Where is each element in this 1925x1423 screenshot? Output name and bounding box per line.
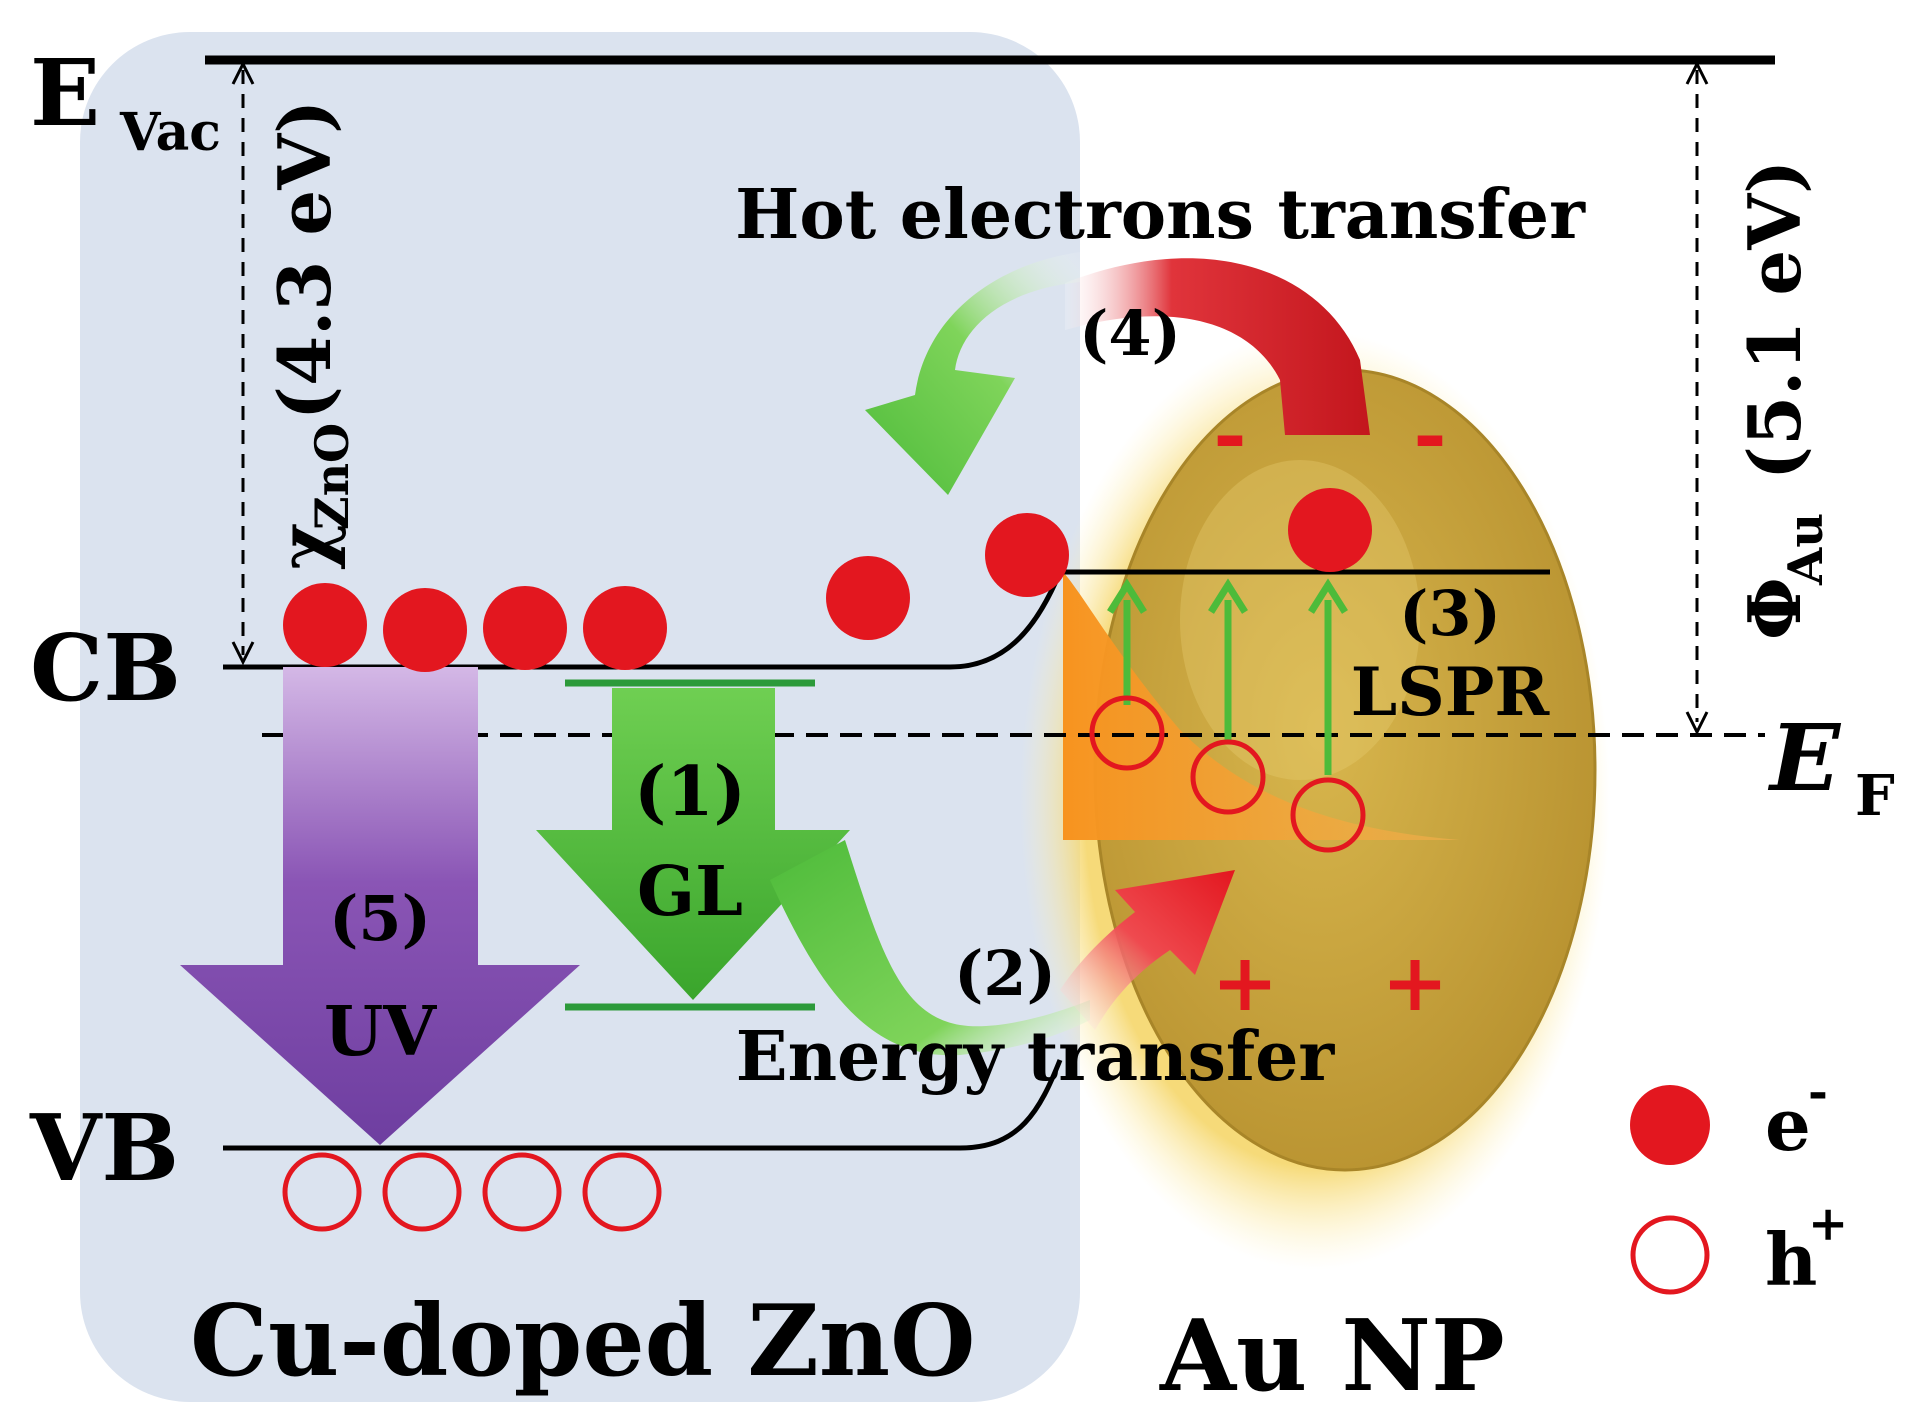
step2-number: (2) <box>954 937 1056 1010</box>
hole <box>1089 695 1165 771</box>
hot-electron-green-arrow <box>865 252 1080 495</box>
cb-electrons <box>283 488 1372 672</box>
chi-arrow-head-top <box>231 60 255 85</box>
legend-electron-sup: - <box>1808 1064 1828 1120</box>
step4-number: (4) <box>1079 297 1181 370</box>
phi-au-label: Φ Au (5.1 eV) <box>1732 160 1834 640</box>
phi-arrow-head-top <box>1685 60 1709 85</box>
phi-arrow-head-bottom <box>1685 711 1709 736</box>
electron <box>826 556 910 640</box>
material-left-label: Cu-doped ZnO <box>190 1284 975 1399</box>
legend-hole-icon <box>1630 1215 1710 1295</box>
electron <box>583 586 667 670</box>
legend-electron-label: e <box>1765 1082 1811 1167</box>
gl-emission-arrow <box>536 688 850 1000</box>
excitation-up-arrow <box>1060 870 1235 1030</box>
step1-number: (1) <box>634 752 746 832</box>
electron <box>383 588 467 672</box>
step3-name: LSPR <box>1351 653 1551 731</box>
legend-hole-label: h <box>1765 1217 1817 1302</box>
hole <box>382 1152 462 1232</box>
legend-electron-icon <box>1630 1085 1710 1165</box>
chi-value: (4.3 eV) <box>262 100 347 420</box>
lspr-arrow-head <box>1107 578 1147 614</box>
phi-subscript: Au <box>1778 513 1834 586</box>
evac-label: E <box>30 39 100 147</box>
material-right-label: Au NP <box>1159 1299 1505 1414</box>
hole <box>1290 777 1366 853</box>
hot-electrons-label: Hot electrons transfer <box>735 175 1586 255</box>
minus-charge: - <box>1413 387 1446 481</box>
hot-electron-arrow <box>1065 258 1370 435</box>
hole <box>582 1152 662 1232</box>
step5-name: UV <box>324 992 437 1072</box>
minus-charge: - <box>1213 387 1246 481</box>
electron <box>283 583 367 667</box>
legend-hole-sup: + <box>1808 1196 1848 1252</box>
chi-arrow-head-bottom <box>231 641 255 666</box>
electron <box>483 586 567 670</box>
hole <box>482 1152 562 1232</box>
cb-label: CB <box>30 614 181 722</box>
chi-symbol: χ <box>262 523 347 570</box>
chi-subscript: ZnO <box>305 423 359 530</box>
electron <box>1288 488 1372 572</box>
vb-label: VB <box>29 1094 179 1202</box>
phi-value: (5.1 eV) <box>1732 160 1817 480</box>
lspr-arrow-head <box>1208 578 1248 614</box>
lspr-arrow-head <box>1308 578 1348 614</box>
step3-number: (3) <box>1399 577 1501 650</box>
fermi-distribution <box>1063 572 1460 840</box>
plus-charge: + <box>1211 935 1278 1029</box>
vb-holes <box>282 1152 662 1232</box>
energy-transfer-curve <box>770 840 1090 1056</box>
hole <box>282 1152 362 1232</box>
phi-symbol: Φ <box>1732 577 1817 640</box>
step1-name: GL <box>637 852 743 932</box>
lspr-excitation-arrows <box>1107 578 1348 775</box>
electron <box>985 513 1069 597</box>
legend: e - h + <box>1630 1064 1848 1302</box>
hole <box>1190 739 1266 815</box>
step5-number: (5) <box>329 882 431 955</box>
chi-zno-label: χ ZnO (4.3 eV) <box>262 100 359 570</box>
energy-transfer-label: Energy transfer <box>736 1017 1336 1097</box>
ef-subscript: F <box>1855 763 1895 829</box>
vb-band <box>223 1059 1063 1151</box>
plus-charge: + <box>1381 935 1448 1029</box>
evac-subscript: Vac <box>119 102 221 163</box>
ef-label: E <box>1767 704 1842 812</box>
uv-emission-arrow <box>180 667 580 1145</box>
au-holes <box>1089 695 1366 853</box>
